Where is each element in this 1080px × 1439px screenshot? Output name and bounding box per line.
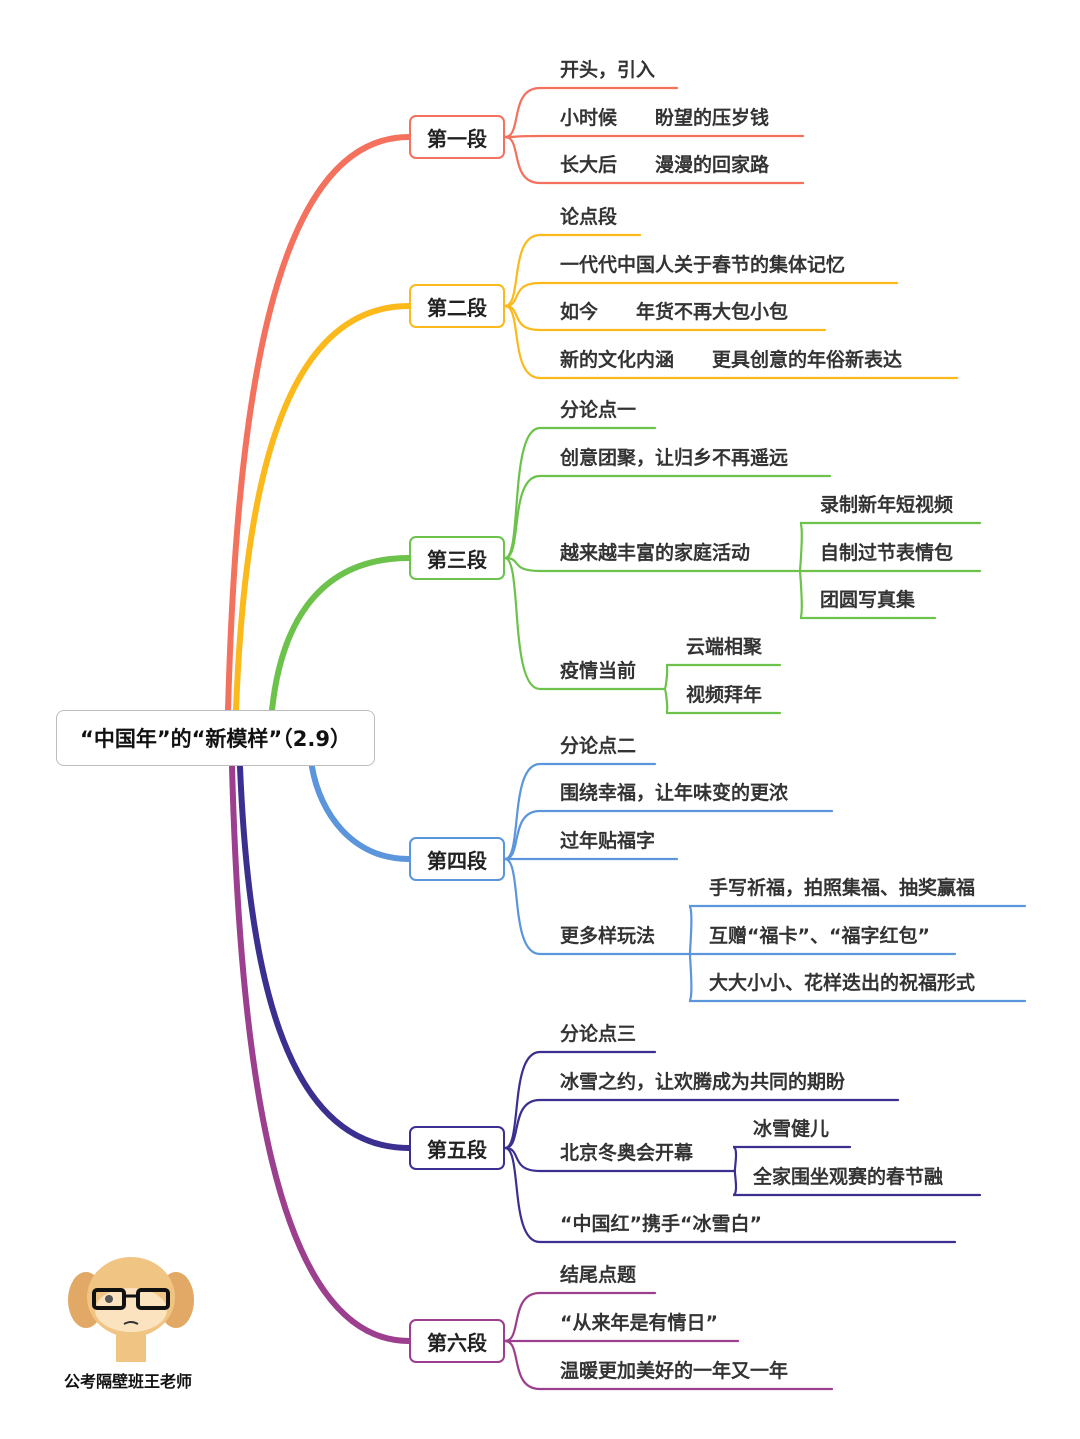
leaf-connector [503,135,805,185]
sub-topic[interactable]: 互赠“福卡”、“福字红包” [709,925,930,947]
sub-topic[interactable]: 自制过节表情包 [820,542,954,564]
leaf-connector [798,569,937,620]
branch-line-4 [309,764,412,862]
author-credit: 公考隔壁班王老师 [64,1372,193,1391]
branch-line-1 [225,134,412,713]
sub-topic[interactable]: 视频拜年 [686,684,763,706]
leaf-connector [503,857,692,956]
topic[interactable]: 分论点二 [560,735,637,757]
sub-topic[interactable]: 大大小小、花样迭出的祝福形式 [709,972,976,994]
leaf-connector [687,952,1027,1003]
topic[interactable]: 长大后 漫漫的回家路 [560,154,770,176]
topic[interactable]: 创意团聚，让归乡不再遥远 [560,447,789,469]
branch-line-2 [233,303,412,713]
topic[interactable]: 分论点三 [560,1023,637,1045]
leaf-connector [732,1169,982,1197]
leaf-connector [503,1146,737,1173]
topic[interactable]: 温暖更加美好的一年又一年 [560,1360,789,1382]
topic[interactable]: 北京冬奥会开幕 [560,1142,694,1164]
leaf-connector [503,556,802,573]
leaf-connector [503,304,827,332]
topic[interactable]: 越来越丰富的家庭活动 [560,542,751,564]
branch-line-5 [237,764,412,1151]
leaf-connector [503,1050,657,1150]
leaf-connector [503,304,959,380]
leaf-connector [503,426,657,560]
topic[interactable]: 疫情当前 [560,660,637,682]
topic[interactable]: 冰雪之约，让欢腾成为共同的期盼 [560,1071,846,1093]
leaf-connector [503,474,832,560]
topic[interactable]: 围绕幸福，让年味变的更浓 [560,782,789,804]
topic[interactable]: 论点段 [560,206,618,228]
leaf-connector [798,521,982,573]
section-node-6[interactable]: 第六段 [409,1319,505,1363]
topic[interactable]: 分论点一 [560,399,637,421]
leaf-connector [503,281,899,308]
section-node-3[interactable]: 第三段 [409,536,505,580]
leaf-connector [503,556,667,691]
root-node[interactable]: “中国年”的“新模样”（2.9） [56,710,375,766]
sub-topic[interactable]: 云端相聚 [686,636,763,658]
leaf-connector [503,762,657,861]
topic[interactable]: 结尾点题 [560,1264,637,1286]
topic[interactable]: 新的文化内涵 更具创意的年俗新表达 [560,349,903,371]
leaf-connector [503,1146,957,1244]
topic[interactable]: “从来年是有情日” [560,1312,718,1334]
topic[interactable]: 开头，引入 [560,59,656,81]
leaf-connector [503,86,679,139]
sub-topic[interactable]: 录制新年短视频 [820,494,954,516]
section-node-4[interactable]: 第四段 [409,837,505,881]
section-node-2[interactable]: 第二段 [409,284,505,328]
leaf-connector [503,233,642,308]
branch-line-6 [229,764,412,1344]
section-node-1[interactable]: 第一段 [409,115,505,159]
leaf-connector [503,1291,657,1343]
leaf-connector [503,809,834,861]
topic[interactable]: 一代代中国人关于春节的集体记忆 [560,254,846,276]
topic[interactable]: 如今 年货不再大包小包 [560,301,789,323]
topic[interactable]: 更多样玩法 [560,925,656,947]
leaf-connector [687,904,1027,956]
leaf-connector [503,1339,834,1391]
leaf-connector [663,687,782,715]
topic[interactable]: 小时候 盼望的压岁钱 [560,107,770,129]
leaf-connector [503,134,805,139]
sub-topic[interactable]: 冰雪健儿 [753,1118,830,1140]
section-node-5[interactable]: 第五段 [409,1126,505,1170]
dog-mascot-icon [68,1257,194,1362]
leaf-connector [503,1098,900,1150]
sub-topic[interactable]: 团圆写真集 [820,589,916,611]
sub-topic[interactable]: 全家围坐观赛的春节融 [753,1166,944,1188]
sub-topic[interactable]: 手写祈福，拍照集福、抽奖赢福 [709,877,976,899]
topic[interactable]: 过年贴福字 [560,830,656,852]
branch-line-3 [269,555,412,713]
topic[interactable]: “中国红”携手“冰雪白” [560,1213,762,1235]
